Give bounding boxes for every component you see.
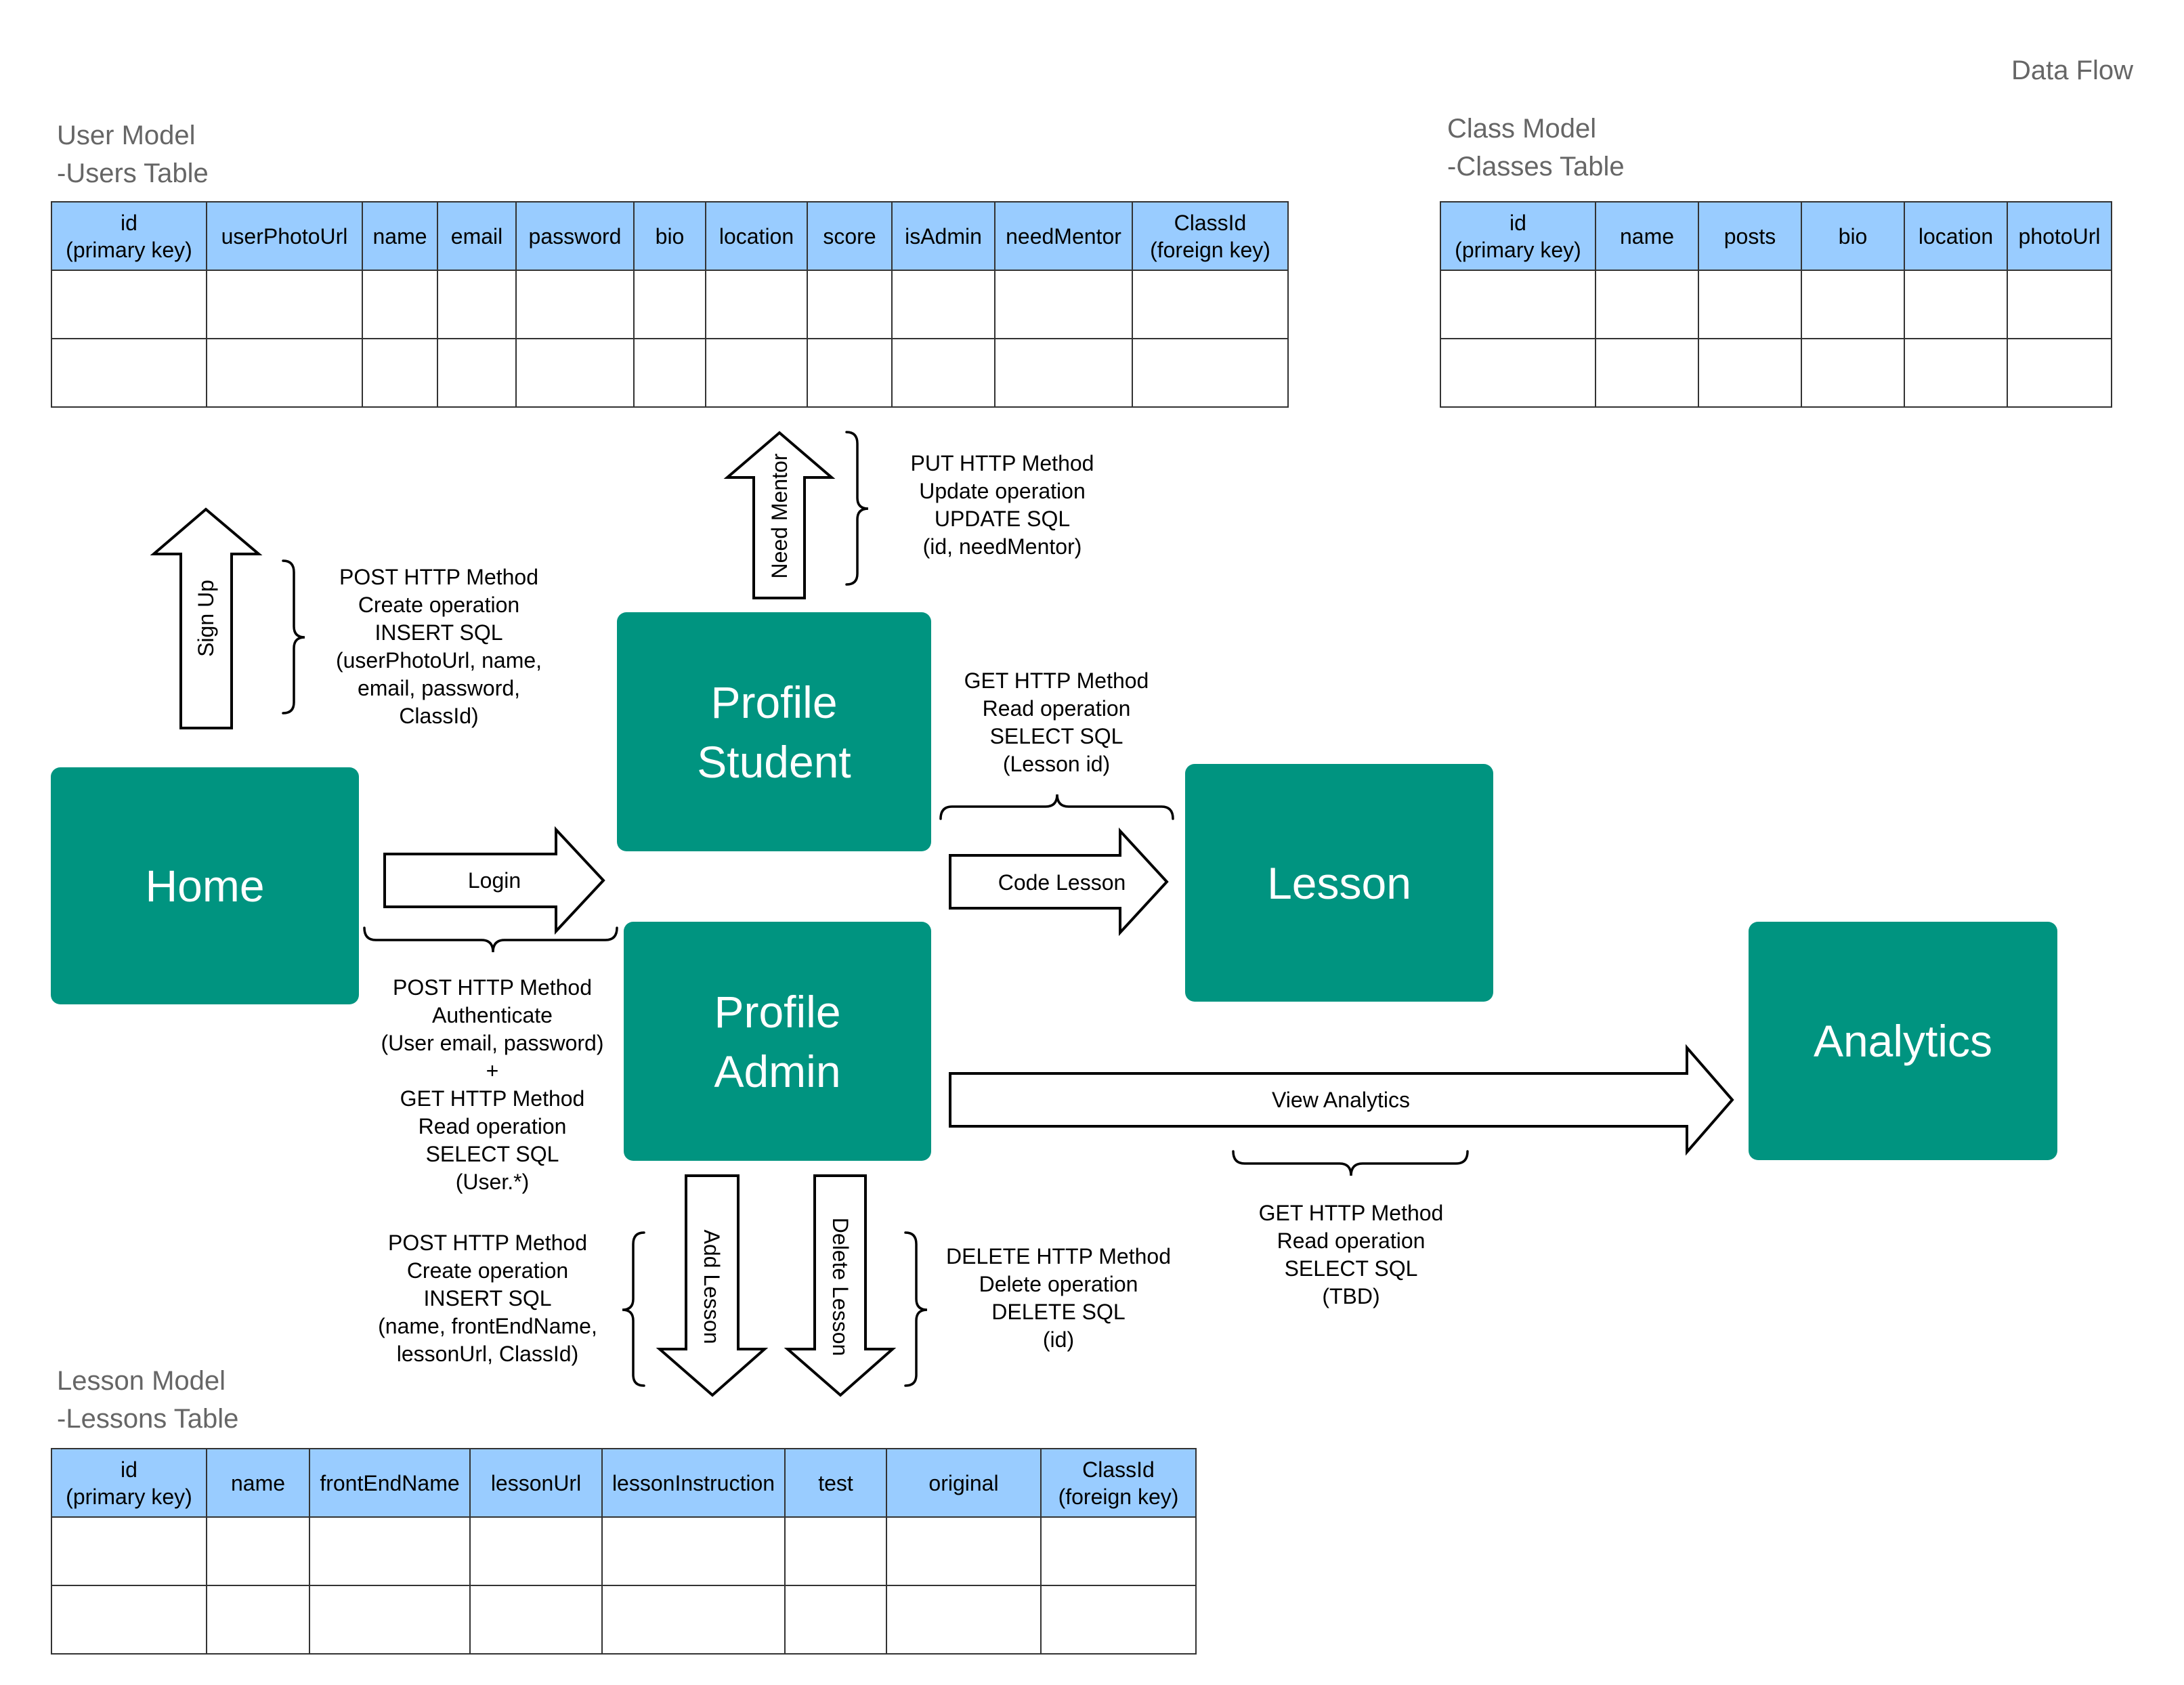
need-mentor-label: Need Mentor (767, 453, 792, 579)
classes-col-id: id (primary key) (1440, 201, 1596, 271)
code-lesson-brace (939, 794, 1174, 820)
lessons-col-id: id (primary key) (51, 1448, 207, 1518)
classes-col-name: name (1595, 201, 1699, 271)
classes-col-posts: posts (1698, 201, 1802, 271)
table-row (1440, 270, 2112, 339)
lessons-col-frontendname: frontEndName (309, 1448, 471, 1518)
view-analytics-label: View Analytics (1272, 1088, 1410, 1112)
add-lesson-label: Add Lesson (700, 1229, 724, 1344)
users-col-password: password (515, 201, 635, 271)
users-col-location: location (705, 201, 808, 271)
sign-up-brace (282, 559, 305, 714)
login-arrow (383, 826, 605, 935)
users-col-score: score (807, 201, 893, 271)
add-lesson-brace (622, 1231, 645, 1387)
sign-up-note: POST HTTP Method Create operation INSERT… (335, 565, 542, 728)
add-lesson-note: POST HTTP Method Create operation INSERT… (378, 1231, 597, 1366)
lessons-col-name: name (206, 1448, 310, 1518)
users-col-isadmin: isAdmin (891, 201, 995, 271)
table-row (1440, 338, 2112, 408)
need-mentor-brace (845, 431, 869, 586)
lessons-col-lessonurl: lessonUrl (469, 1448, 603, 1518)
login-brace (363, 926, 618, 953)
view-analytics-brace (1232, 1150, 1469, 1176)
profile-admin-node[interactable]: Profile Admin (624, 922, 931, 1161)
table-row (51, 1516, 1197, 1586)
users-col-needmentor: needMentor (994, 201, 1133, 271)
view-analytics-arrow (949, 1044, 1734, 1156)
classes-col-location: location (1904, 201, 2008, 271)
profile-student-node[interactable]: Profile Student (617, 612, 931, 851)
delete-lesson-brace (904, 1231, 928, 1387)
lesson-node[interactable]: Lesson (1185, 764, 1493, 1002)
table-row (51, 1585, 1197, 1655)
users-col-classid: ClassId (foreign key) (1132, 201, 1289, 271)
home-node[interactable]: Home (51, 767, 359, 1004)
page-title: Data Flow (2011, 56, 2134, 85)
add-lesson-arrow (656, 1174, 769, 1397)
login-label: Login (467, 868, 521, 893)
view-analytics-note: GET HTTP Method Read operation SELECT SQ… (1258, 1201, 1444, 1308)
users-col-email: email (437, 201, 517, 271)
lessons-col-lessoninstruction: lessonInstruction (601, 1448, 786, 1518)
classes-col-photourl: photoUrl (2007, 201, 2112, 271)
lessons-col-test: test (784, 1448, 887, 1518)
lessons-col-original: original (886, 1448, 1042, 1518)
classes-col-bio: bio (1801, 201, 1905, 271)
delete-lesson-note: DELETE HTTP Method Delete operation DELE… (946, 1244, 1171, 1352)
users-col-id: id (primary key) (51, 201, 207, 271)
need-mentor-arrow (723, 431, 836, 599)
users-col-userphotourl: userPhotoUrl (206, 201, 363, 271)
classes-table: id (primary key) name posts bio location… (1440, 201, 2112, 408)
code-lesson-note: GET HTTP Method Read operation SELECT SQ… (964, 668, 1149, 776)
sign-up-label: Sign Up (194, 580, 218, 657)
analytics-node[interactable]: Analytics (1749, 922, 2057, 1160)
users-table: id (primary key) userPhotoUrl name email… (51, 201, 1289, 408)
table-row (51, 338, 1289, 408)
table-row (51, 270, 1289, 339)
lesson-model-title: Lesson Model -Lessons Table (57, 1366, 239, 1434)
class-model-title: Class Model -Classes Table (1447, 114, 1625, 182)
delete-lesson-arrow (784, 1174, 897, 1397)
lessons-col-classid: ClassId (foreign key) (1040, 1448, 1197, 1518)
need-mentor-note: PUT HTTP Method Update operation UPDATE … (910, 451, 1094, 559)
users-col-bio: bio (633, 201, 706, 271)
code-lesson-arrow (949, 827, 1169, 937)
users-col-name: name (362, 201, 438, 271)
login-note: POST HTTP Method Authenticate (User emai… (381, 975, 604, 1194)
delete-lesson-label: Delete Lesson (828, 1217, 853, 1357)
lessons-table: id (primary key) name frontEndName lesso… (51, 1448, 1197, 1655)
code-lesson-label: Code Lesson (998, 870, 1126, 895)
sign-up-arrow (150, 507, 263, 729)
user-model-title: User Model -Users Table (57, 121, 209, 188)
